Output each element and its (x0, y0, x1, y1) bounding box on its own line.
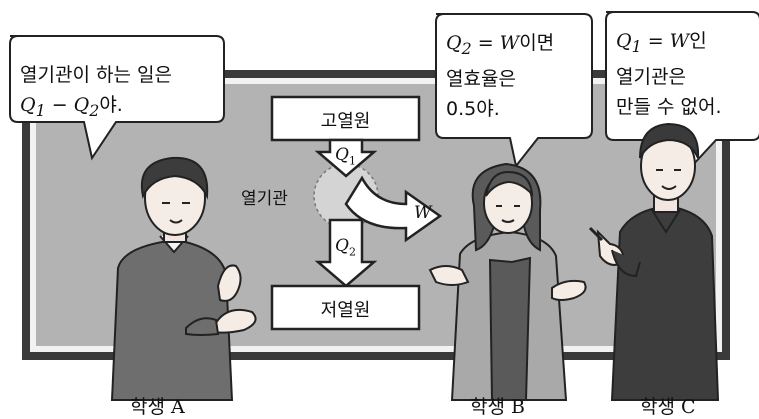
hot-reservoir-box (270, 95, 421, 142)
bubble-b-line2: 열효율은 (446, 67, 516, 90)
student-a-figure (110, 156, 257, 401)
student-b-label: 학생 B (470, 396, 525, 418)
work-label: W (414, 203, 432, 223)
bubble-c-line1: Q1 = W인 (616, 30, 707, 56)
work-arrow (344, 175, 443, 243)
bubble-c-line2: 열기관은 (616, 65, 686, 88)
bubble-a-line1: 열기관이 하는 일은 (20, 64, 172, 86)
bubble-c-line3: 만들 수 없어. (616, 95, 722, 118)
q2-arrow (314, 218, 378, 288)
bubble-a-line2: Q1 − Q2야. (20, 94, 123, 120)
cold-reservoir-box (270, 284, 421, 331)
q2-label: Q2 (335, 236, 356, 259)
bubble-b-line1: Q2 = W이면 (446, 32, 555, 58)
bubble-b-text: Q2 = W이면 열효율은 0.5야. (446, 28, 554, 124)
hot-reservoir-label: 고열원 (320, 111, 371, 132)
bubble-a-shape (9, 35, 225, 161)
student-b-figure (428, 162, 587, 401)
bubble-b-line3: 0.5야. (446, 97, 500, 120)
q1-label: Q1 (335, 145, 356, 168)
bubble-c-text: Q1 = W인 열기관은 만들 수 없어. (616, 26, 722, 122)
q1-arrow (314, 138, 378, 178)
student-c-label: 학생 C (640, 396, 696, 418)
cold-reservoir-label: 저열원 (320, 300, 371, 321)
student-c-figure (588, 122, 720, 401)
student-a-label: 학생 A (130, 396, 185, 418)
heat-engine-label: 열기관 (241, 189, 288, 209)
bubble-a-text: 열기관이 하는 일은 Q1 − Q2야. (20, 60, 172, 126)
